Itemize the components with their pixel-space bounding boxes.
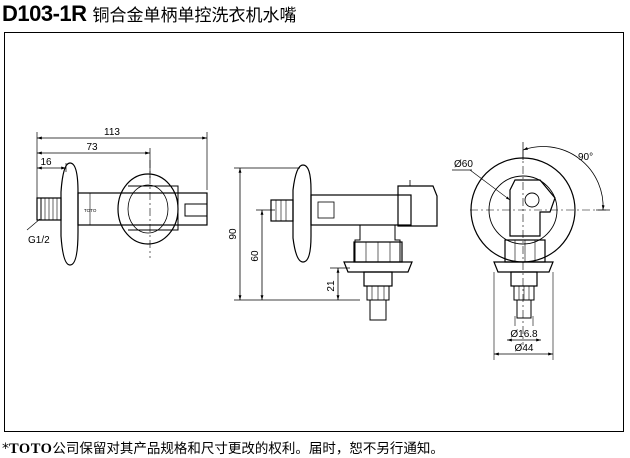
- dim-90: 90: [228, 228, 239, 240]
- dim-angle: 90°: [578, 152, 593, 163]
- dim-16: 16: [40, 157, 52, 168]
- dim-flange-dia: Ø60: [454, 159, 473, 170]
- rear-view: 90° Ø60 Ø16.8 Ø44: [452, 142, 610, 360]
- drawing-frame: [4, 32, 624, 432]
- thread-spec-label: G1/2: [28, 235, 50, 246]
- engraving-text: TOTO: [84, 208, 97, 213]
- model-number: D103-1R: [2, 1, 87, 26]
- dim-113: 113: [104, 127, 120, 138]
- dim-21: 21: [326, 280, 337, 292]
- footnote-star: *: [2, 441, 9, 457]
- product-name: 铜合金单柄单控洗衣机水嘴: [92, 6, 297, 26]
- footer-notice: *TOTO公司保留对其产品规格和尺寸更改的权利。届时，恕不另行通知。: [2, 437, 444, 458]
- dim-60: 60: [250, 250, 261, 262]
- notice-text: 公司保留对其产品规格和尺寸更改的权利。届时，恕不另行通知。: [52, 441, 444, 457]
- dim-73: 73: [86, 142, 98, 153]
- brand-name: TOTO: [9, 441, 53, 457]
- dim-inner-dia: Ø16.8: [510, 329, 538, 340]
- side-view: 90 60 21: [228, 164, 438, 321]
- front-view: 113 73 16 TOTO G1/2: [26, 127, 208, 266]
- dim-outer-dia: Ø44: [515, 343, 534, 354]
